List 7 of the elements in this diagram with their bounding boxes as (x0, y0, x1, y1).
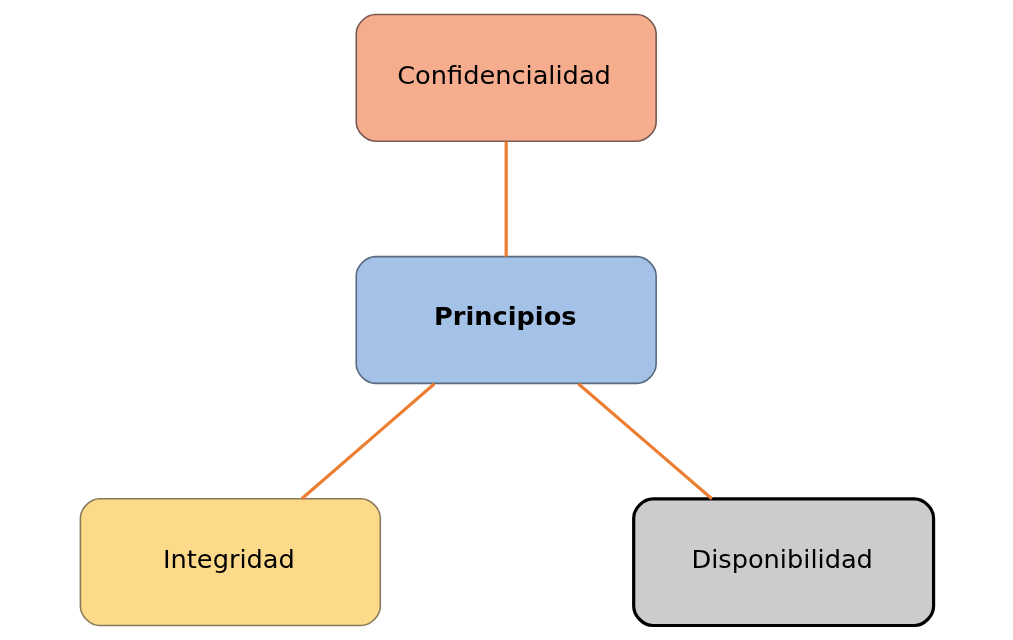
connector (300, 382, 435, 500)
connector (576, 382, 713, 500)
node-box: Disponibilidad (631, 497, 935, 628)
connector (504, 141, 508, 257)
node-box: Principios (354, 255, 657, 385)
node-box: Confidencialidad (354, 13, 657, 142)
node-box: Integridad (79, 498, 381, 627)
